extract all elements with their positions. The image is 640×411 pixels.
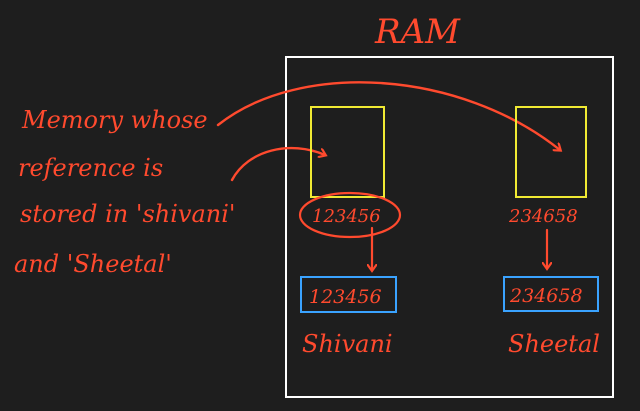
object-address-1: 123456 — [312, 206, 381, 227]
arrow-annotation-to-object-2 — [216, 81, 560, 150]
annotation-line-2: reference is — [18, 154, 163, 182]
reference-value-2: 234658 — [509, 285, 583, 307]
object-address-2: 234658 — [508, 206, 578, 227]
ram-title: RAM — [374, 12, 461, 52]
annotation: Memory whose reference is stored in 'shi… — [14, 106, 235, 278]
annotation-line-1: Memory whose — [21, 106, 208, 134]
address-circle-1 — [298, 191, 402, 239]
reference-value-1: 123456 — [309, 286, 382, 308]
variable-label-1: Shivani — [302, 330, 393, 358]
object-box-2 — [515, 106, 587, 198]
ram-container — [285, 56, 614, 398]
arrow-annotation-to-object-1 — [230, 147, 325, 182]
annotation-line-4: and 'Sheetal' — [14, 250, 172, 278]
reference-box-2 — [503, 276, 599, 312]
variable-label-2: Sheetal — [508, 330, 600, 358]
object-box-1 — [310, 106, 385, 198]
annotation-line-3: stored in 'shivani' — [20, 200, 235, 228]
reference-box-1 — [300, 276, 397, 313]
